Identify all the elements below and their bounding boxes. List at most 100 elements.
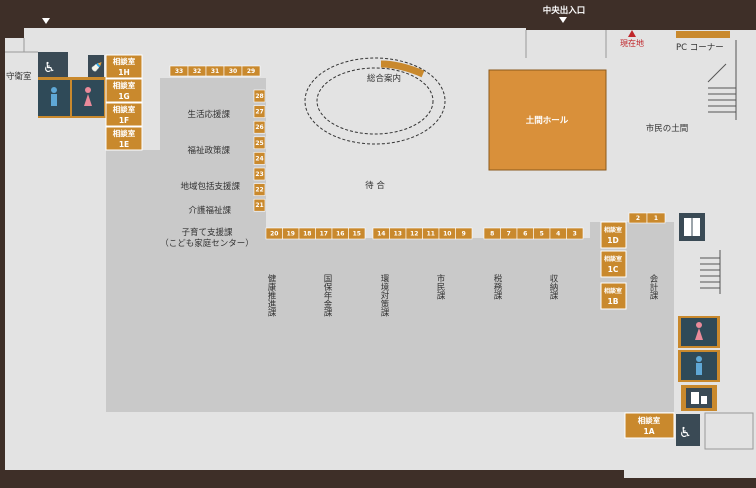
- service-counter: 27: [253, 105, 266, 118]
- room-1E-label: 相談室: [113, 128, 136, 138]
- room-1D-id: 1D: [607, 236, 618, 245]
- current-location-marker: [628, 30, 636, 37]
- dept-fukushi-seisaku: 福祉政策課: [187, 145, 230, 156]
- service-counter: 24: [253, 152, 266, 165]
- room-1A-id: 1A: [643, 427, 654, 436]
- counter-number: 17: [320, 231, 328, 238]
- service-counter: 4: [549, 227, 567, 240]
- counter-number: 27: [255, 109, 263, 116]
- counter-number: 15: [353, 231, 361, 238]
- counter-number: 6: [523, 231, 527, 238]
- service-counter: 18: [298, 227, 316, 240]
- dept-chiiki: 地域包括支援課: [180, 181, 240, 192]
- office-area: [106, 78, 674, 412]
- service-counter: 29: [241, 65, 261, 77]
- counter-number: 19: [287, 231, 295, 238]
- room-1E-id: 1E: [119, 140, 129, 149]
- service-counter: 16: [331, 227, 349, 240]
- dept-kosodate-1: 子育て支援課: [181, 227, 233, 238]
- counter-number: 1: [654, 215, 658, 222]
- service-counter: 10: [438, 227, 456, 240]
- stairs-right: [700, 250, 721, 294]
- dept-kaikei: 会計課: [648, 273, 658, 300]
- stairs-top: [707, 40, 737, 120]
- dept-shuno: 収納課: [548, 273, 558, 300]
- info-desk-label: 総合案内: [367, 73, 401, 84]
- service-counter: 13: [389, 227, 407, 240]
- waiting-ellipse-outer: [304, 57, 446, 145]
- service-counter: 26: [253, 120, 266, 134]
- dept-kenko: 健康推進課: [266, 273, 276, 317]
- counter-number: 12: [410, 231, 418, 238]
- service-counter: 12: [405, 227, 423, 240]
- room-1A-label: 相談室: [638, 415, 661, 425]
- counter-number: 7: [507, 231, 511, 238]
- room-1F-label: 相談室: [113, 104, 136, 114]
- entrance-label: 中央出入口: [543, 5, 586, 16]
- room-1B-id: 1B: [608, 297, 619, 306]
- service-counter: 9: [455, 227, 473, 240]
- counter-number: 8: [490, 231, 494, 238]
- counter-number: 33: [175, 68, 183, 75]
- nursing-icon-bg: [88, 55, 104, 77]
- counter-number: 14: [377, 231, 385, 238]
- counter-number: 25: [255, 140, 263, 147]
- room-1G-label: 相談室: [113, 80, 136, 90]
- service-counter: 21: [253, 198, 266, 212]
- counter-number: 11: [427, 231, 435, 238]
- counter-number: 21: [255, 202, 263, 209]
- dept-seikatsu: 生活応援課: [187, 109, 230, 120]
- pc-corner-bar: [676, 31, 730, 38]
- counter-number: 26: [255, 124, 263, 131]
- left-rooms: [105, 54, 143, 151]
- citizen-doma-label: 市民の土間: [646, 123, 689, 134]
- service-counter: 7: [500, 227, 518, 240]
- room-1C-id: 1C: [608, 265, 619, 274]
- counter-number: 28: [255, 93, 263, 100]
- service-counter: 15: [348, 227, 366, 240]
- service-counter: 31: [205, 65, 225, 77]
- room-1F-id: 1F: [119, 116, 129, 125]
- room-1D-label: 相談室: [604, 226, 622, 234]
- counter-number: 30: [229, 68, 237, 75]
- accessible-toilet-icon-left: ♿: [43, 60, 56, 76]
- counter-number: 4: [556, 231, 560, 238]
- room-1B-label: 相談室: [604, 287, 622, 295]
- room-1G-id: 1G: [118, 92, 129, 101]
- accessible-toilet-icon-right: ♿: [679, 425, 692, 441]
- counter-number: 10: [443, 231, 451, 238]
- service-counter: 19: [282, 227, 300, 240]
- counter-number: 9: [462, 231, 466, 238]
- waiting-label: 待 合: [365, 180, 385, 191]
- service-counter: 23: [253, 167, 266, 181]
- dept-shimin: 市民課: [435, 273, 445, 300]
- service-counter: 20: [265, 227, 283, 240]
- current-location-label: 現在地: [620, 38, 644, 48]
- service-counter: 8: [483, 227, 501, 240]
- dept-zeimu: 税務課: [492, 273, 502, 300]
- service-counter: 6: [516, 227, 534, 240]
- room-1H-label: 相談室: [113, 56, 136, 66]
- counter-number: 5: [540, 231, 544, 238]
- guard-room-label: 守衛室: [6, 71, 32, 82]
- service-counter: 14: [372, 227, 390, 240]
- counter-number: 13: [394, 231, 402, 238]
- dept-kankyo: 環境対策課: [379, 274, 389, 317]
- service-counter: 28: [253, 89, 266, 103]
- counter-number: 3: [573, 231, 577, 238]
- service-counter: 17: [315, 227, 333, 240]
- accessible-toilet-icon-right-bg: [676, 414, 700, 446]
- service-counter: 3: [566, 227, 584, 240]
- doma-hall-room: [488, 69, 607, 171]
- counter-number: 18: [303, 231, 311, 238]
- service-counter: 32: [187, 65, 207, 77]
- dept-kokuho: 国保年金課: [322, 274, 332, 317]
- counter-number: 32: [193, 68, 201, 75]
- counter-number: 2: [636, 215, 640, 222]
- service-counter: 30: [223, 65, 243, 77]
- right-rooms: [600, 221, 675, 439]
- service-counter: 11: [422, 227, 440, 240]
